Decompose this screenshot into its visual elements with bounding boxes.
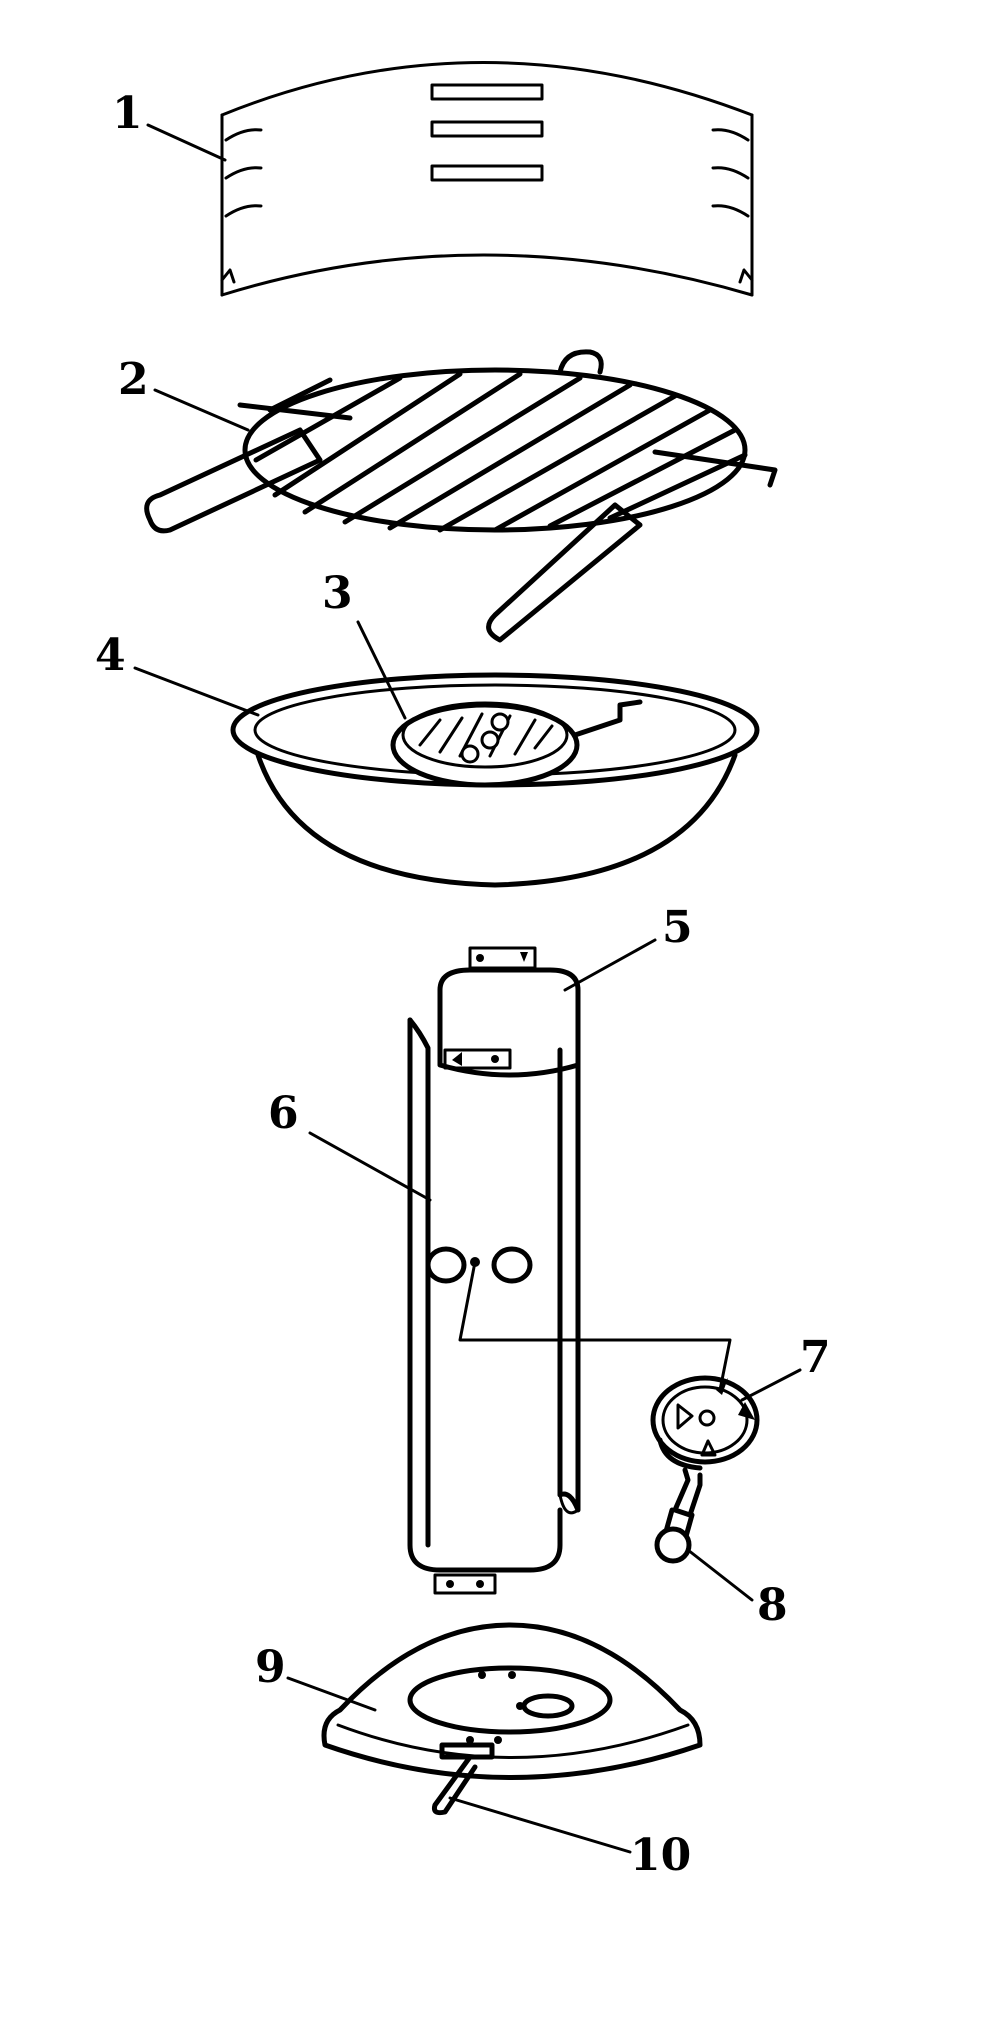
- label-10: 10: [630, 1830, 691, 1881]
- leader-5: [563, 938, 657, 992]
- leader-3: [356, 620, 407, 720]
- vent-bracket-part: [437, 946, 581, 1078]
- label-7: 7: [800, 1332, 831, 1383]
- leader-10: [448, 1796, 632, 1854]
- air-vent-dial-part: [650, 1375, 760, 1471]
- label-1: 1: [112, 88, 143, 139]
- label-4: 4: [95, 630, 126, 681]
- leg-column-part: [407, 1007, 732, 1595]
- label-2: 2: [118, 354, 149, 405]
- leader-9: [286, 1676, 377, 1712]
- cooking-grid-part: [144, 349, 778, 643]
- label-3: 3: [322, 568, 353, 619]
- knob-screw-part: [654, 1467, 703, 1564]
- label-9: 9: [255, 1642, 286, 1693]
- leader-8: [686, 1548, 754, 1602]
- label-8: 8: [757, 1580, 788, 1631]
- part-labels: 1 2 3 4 5 6 7 8 9 10: [95, 88, 831, 1881]
- leader-1: [146, 123, 227, 162]
- base-part: [321, 1622, 703, 1816]
- leader-6: [308, 1131, 432, 1202]
- leader-lines: [133, 123, 802, 1854]
- charcoal-grate-part: [390, 699, 643, 788]
- leader-4: [133, 666, 260, 717]
- label-6: 6: [268, 1088, 299, 1139]
- label-5: 5: [662, 902, 693, 953]
- windshield-part: [220, 61, 754, 297]
- leader-2: [153, 388, 250, 432]
- leader-7: [740, 1368, 802, 1402]
